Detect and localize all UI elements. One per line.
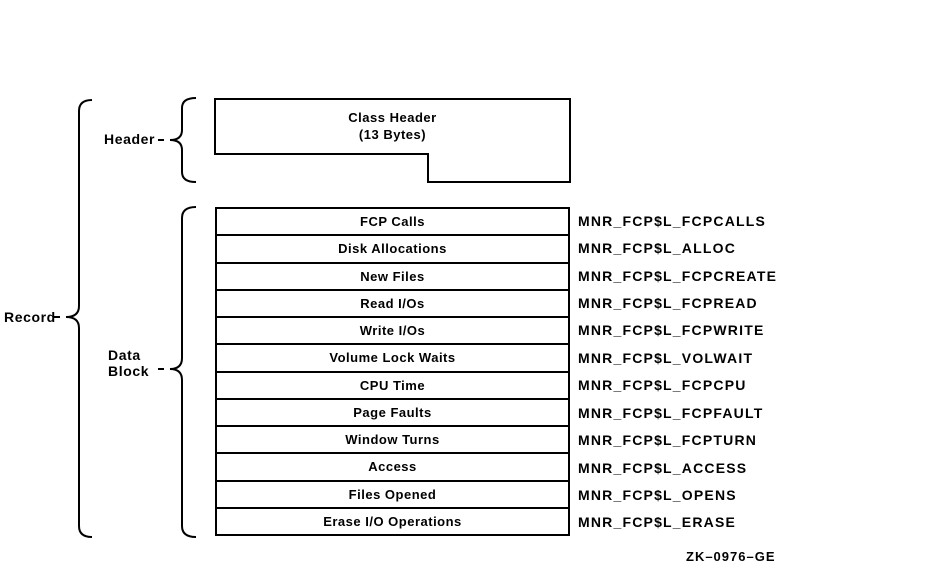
row-label: Page Faults — [353, 404, 432, 420]
table-row: Files Opened — [217, 479, 568, 507]
row-label: Read I/Os — [360, 295, 425, 311]
row-label: Erase I/O Operations — [323, 513, 462, 529]
record-brace — [65, 99, 93, 538]
table-row: New Files — [217, 261, 568, 289]
row-label: New Files — [360, 268, 425, 284]
figure-code: ZK–0976–GE — [686, 549, 776, 564]
class-header-text: Class Header (13 Bytes) — [215, 109, 570, 143]
header-label: Header — [104, 131, 156, 147]
class-header-box-outline — [214, 98, 571, 183]
table-row: Window Turns — [217, 425, 568, 452]
symbol-label: MNR_FCP$L_FCPWRITE — [578, 322, 765, 339]
data-block-label-line2: Block — [108, 363, 150, 379]
symbol-label: MNR_FCP$L_FCPCREATE — [578, 267, 778, 284]
data-block-label: Data Block — [108, 347, 149, 379]
data-block-label-line1: Data — [108, 347, 141, 363]
row-label: Volume Lock Waits — [329, 350, 456, 366]
symbol-label: MNR_FCP$L_FCPCPU — [578, 377, 747, 394]
symbol-label: MNR_FCP$L_ACCESS — [578, 459, 748, 476]
table-row: Volume Lock Waits — [217, 343, 568, 370]
symbol-label: MNR_FCP$L_FCPCALLS — [578, 212, 767, 229]
row-label: Window Turns — [345, 432, 440, 448]
table-row: Page Faults — [217, 397, 568, 425]
class-header-line2: (13 Bytes) — [358, 127, 427, 142]
data-block-table: FCP Calls Disk Allocations New Files Rea… — [215, 207, 570, 536]
symbol-label: MNR_FCP$L_VOLWAIT — [578, 349, 754, 366]
symbol-column: MNR_FCP$L_FCPCALLS MNR_FCP$L_ALLOC MNR_F… — [578, 207, 898, 536]
class-header-line1: Class Header — [348, 110, 437, 125]
symbol-label: MNR_FCP$L_ALLOC — [578, 240, 737, 257]
data-block-brace — [169, 206, 197, 538]
row-label: CPU Time — [359, 377, 426, 393]
table-row: FCP Calls — [217, 209, 568, 234]
table-row: Access — [217, 452, 568, 479]
table-row: Disk Allocations — [217, 234, 568, 261]
table-row: CPU Time — [217, 370, 568, 398]
symbol-label: MNR_FCP$L_OPENS — [578, 486, 737, 503]
table-row: Erase I/O Operations — [217, 506, 568, 534]
header-brace — [169, 97, 197, 183]
row-label: Access — [368, 459, 417, 475]
table-row: Read I/Os — [217, 288, 568, 316]
record-label: Record — [4, 309, 56, 325]
table-row: Write I/Os — [217, 316, 568, 343]
row-label: FCP Calls — [360, 214, 425, 230]
row-label: Disk Allocations — [338, 241, 447, 257]
symbol-label: MNR_FCP$L_FCPTURN — [578, 432, 758, 449]
symbol-label: MNR_FCP$L_FCPFAULT — [578, 404, 764, 421]
symbol-label: MNR_FCP$L_ERASE — [578, 514, 737, 531]
symbol-label: MNR_FCP$L_FCPREAD — [578, 294, 758, 311]
row-label: Write I/Os — [359, 323, 426, 339]
row-label: Files Opened — [348, 486, 437, 502]
